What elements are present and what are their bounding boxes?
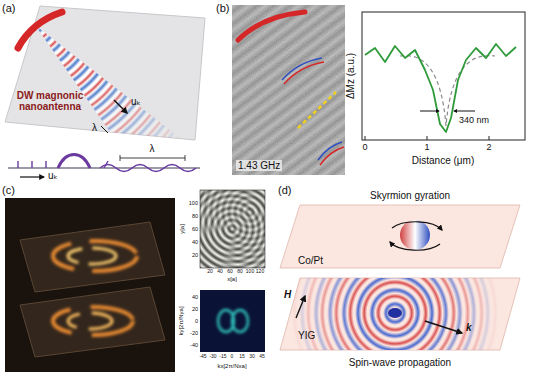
layer-label: Co/Pt [298, 255, 323, 266]
panel-letter: (a) [2, 2, 15, 14]
xmcd-image [232, 5, 345, 175]
source-core [388, 308, 402, 318]
render-background [5, 198, 175, 372]
tick-label: 100 [189, 200, 198, 206]
skyrmion [400, 220, 430, 250]
layer-label: YIG [298, 330, 315, 341]
wavefront [320, 147, 344, 165]
axis-title: x[a] [227, 276, 237, 283]
width-arrow [454, 111, 475, 112]
tick-label: 60 [227, 269, 233, 275]
wavelength-label: λ [92, 122, 97, 133]
tick-label: -40 [190, 342, 198, 348]
panel-letter: (c) [2, 184, 15, 196]
swirl-modes [53, 241, 137, 335]
tick-label: 80 [237, 269, 243, 275]
tick-label: 1 [424, 143, 429, 153]
tick-label: 45 [259, 354, 265, 360]
gyration-arrow [390, 242, 440, 250]
plot-frame [200, 190, 265, 268]
antenna-label: DW magnonic nanoantenna [15, 90, 85, 112]
bracket-tick [120, 155, 121, 161]
tick-label: 0 [362, 143, 367, 153]
wavevector-label: uₖ [131, 96, 141, 107]
tick-label: 20 [192, 252, 198, 258]
tick-label: 40 [192, 294, 198, 300]
tick-label: 20 [192, 306, 198, 312]
tick-label: 80 [192, 213, 198, 219]
axis-title: Distance (μm) [412, 155, 474, 166]
tick-label: 60 [192, 226, 198, 232]
field-label: H [284, 289, 291, 300]
tick-label: -30 [209, 354, 216, 360]
wavelength-bracket [101, 126, 108, 133]
wavevector-label: uₖ [48, 170, 58, 181]
bracket-tick [185, 155, 186, 161]
panel-c-art [5, 190, 265, 372]
panel-letter: (d) [278, 184, 291, 196]
profile-curve [365, 44, 516, 132]
wavefront [284, 62, 324, 84]
line-profile [298, 92, 336, 128]
layer-title: Skyrmion gyration [370, 190, 450, 201]
layer-plane [20, 287, 165, 357]
wavelength-label: λ [150, 143, 155, 154]
axis-title: ΔMz (a.u.) [345, 53, 356, 99]
image-noise [232, 5, 345, 175]
tick-label: -20 [190, 330, 198, 336]
frequency-label: 1.43 GHz [236, 160, 282, 171]
wavevector-label: k [466, 322, 472, 333]
layer-title: Spin-wave propagation [349, 357, 451, 368]
fit-curve [400, 56, 495, 126]
real-space-map [200, 190, 265, 268]
field-arrow [296, 296, 305, 318]
tick-label: 100 [246, 269, 254, 275]
plot-frame [362, 12, 525, 140]
axis-title: kx[2π/Nxa] [217, 363, 246, 370]
panel-a-art [5, 6, 205, 189]
axis-title: y[a] [179, 224, 186, 234]
spin-arrows [18, 161, 108, 168]
tick-label: 0 [231, 354, 234, 360]
tick-label: 15 [239, 354, 245, 360]
tick-label: 2 [486, 143, 491, 153]
tick-label: 0 [195, 318, 198, 324]
propagation-arrow [20, 176, 44, 177]
domain-wall [238, 12, 305, 40]
axis-ticks [365, 136, 489, 140]
wave-stripes [232, 5, 345, 175]
wavefront [318, 142, 342, 160]
layer-plane [20, 222, 165, 292]
tick-label: 40 [192, 239, 198, 245]
k-space-rings [218, 310, 248, 332]
width-label: 340 nm [459, 116, 489, 126]
gyration-arrow [392, 222, 442, 230]
tick-label: 20 [207, 269, 213, 275]
tick-label: -45 [199, 354, 206, 360]
width-arrow [420, 111, 439, 112]
co-pt-layer [280, 205, 520, 268]
k-space-map [200, 290, 265, 352]
tick-label: -15 [219, 354, 226, 360]
wavevector-arrow [425, 321, 462, 333]
tick-label: 120 [256, 269, 264, 275]
panel-b-art [232, 5, 525, 175]
axis-title: ky[2π/Nya] [178, 306, 185, 335]
spin-wave-profile [100, 165, 196, 172]
spin-wave-rings [285, 203, 505, 376]
panel-letter: (b) [216, 2, 229, 14]
wavevector-arrow [114, 100, 127, 113]
wavelength-bracket [120, 158, 185, 159]
domain-wall [18, 12, 62, 48]
domain-wall-profile [58, 155, 90, 169]
panel-d-art [280, 203, 520, 376]
tick-label: 40 [217, 269, 223, 275]
real-space-map [200, 190, 265, 268]
tick-label: 30 [249, 354, 255, 360]
